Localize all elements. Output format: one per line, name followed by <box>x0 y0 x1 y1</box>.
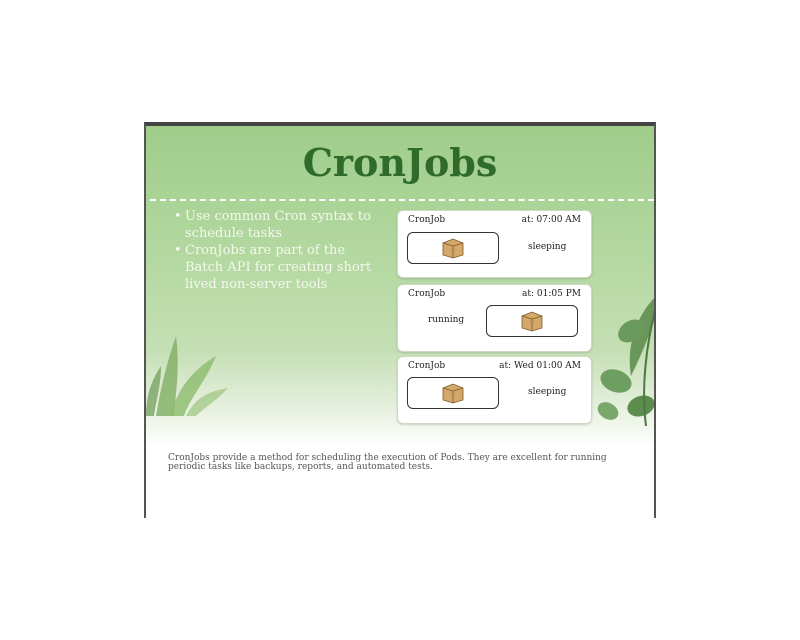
bullet-list: •Use common Cron syntax to schedule task… <box>174 208 384 293</box>
bullet-marker: • <box>174 243 182 258</box>
slide-caption: CronJobs provide a method for scheduling… <box>168 453 607 472</box>
package-box-icon <box>442 383 464 404</box>
bullet-marker: • <box>174 209 182 224</box>
slide-title: CronJobs <box>302 140 498 185</box>
cronjob-kind-label: CronJob <box>408 215 446 225</box>
cronjob-card: CronJob at: Wed 01:00 AM sleeping <box>397 356 592 424</box>
cronjob-card: CronJob at: 07:00 AM sleeping <box>397 210 592 278</box>
slide: CronJobs •Use common Cron syntax to sche… <box>144 122 656 518</box>
slide-banner: CronJobs •Use common Cron syntax to sche… <box>146 126 654 446</box>
cronjob-schedule-time: at: 01:05 PM <box>522 289 581 299</box>
pod-container <box>407 377 499 409</box>
cronjob-schedule-time: at: 07:00 AM <box>521 215 581 225</box>
right-plant-decoration <box>597 298 654 426</box>
bullet-item: •CronJobs are part of the Batch API for … <box>174 242 384 293</box>
pod-container <box>486 305 578 337</box>
title-divider <box>150 199 654 201</box>
bullet-item: •Use common Cron syntax to schedule task… <box>174 208 384 242</box>
package-box-icon <box>521 311 543 332</box>
cronjob-schedule-time: at: Wed 01:00 AM <box>499 361 581 371</box>
bullet-text: CronJobs are part of the Batch API for c… <box>185 243 372 292</box>
bullet-text: Use common Cron syntax to schedule tasks <box>185 209 371 241</box>
cronjob-status: sleeping <box>528 242 567 252</box>
pod-container <box>407 232 499 264</box>
package-box-icon <box>442 238 464 259</box>
left-plant-decoration <box>146 336 228 416</box>
cronjob-kind-label: CronJob <box>408 361 446 371</box>
cronjob-kind-label: CronJob <box>408 289 446 299</box>
cronjob-card: CronJob at: 01:05 PM running <box>397 284 592 352</box>
cronjob-status: sleeping <box>528 387 567 397</box>
cronjob-status: running <box>428 315 465 325</box>
